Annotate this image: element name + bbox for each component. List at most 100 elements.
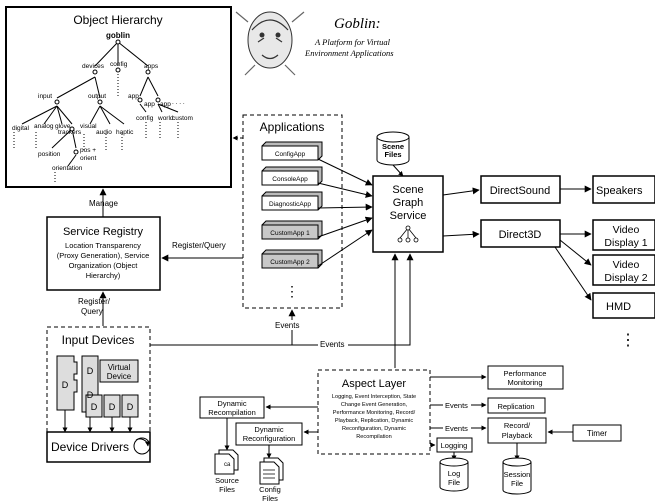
input-devices-panel: Input Devices D D D D D D Virtual Device…	[46, 326, 151, 463]
source-files-label-1: Source	[215, 476, 239, 485]
app-box-4: CustomApp 1	[261, 220, 323, 240]
session-file-label-1: Session	[504, 470, 531, 479]
record-label-1: Record/	[504, 421, 531, 430]
node-visual: visual	[80, 123, 97, 130]
scene-graph-line2: Graph	[393, 197, 424, 209]
dynamic-recompilation-label-2: Recompilation	[208, 408, 256, 417]
node-config-2: config	[136, 115, 154, 122]
applications-more: ⋮	[285, 283, 299, 299]
device-d-label-5: D	[109, 402, 116, 412]
query-label: Query	[81, 307, 103, 316]
aspect-layer-line-3: Performance Monitoring, Record/	[333, 410, 416, 416]
object-hierarchy-title: Object Hierarchy	[73, 13, 162, 27]
logging-label: Logging	[441, 441, 468, 450]
log-file-cylinder: Log File	[439, 457, 469, 492]
record-label-2: Playback	[502, 431, 533, 440]
performance-monitoring-box	[487, 365, 564, 390]
node-analog: analog	[34, 123, 54, 130]
events-label-scene-graph: Events	[320, 340, 344, 349]
scene-graph-tree-icon	[397, 225, 419, 243]
applications-title: Applications	[260, 120, 325, 134]
directsound-box	[480, 175, 561, 204]
dynamic-recompilation-box	[199, 396, 265, 419]
video-display-2-box	[592, 254, 655, 286]
goblin-subtitle-line2: Environment Applications	[304, 48, 394, 58]
service-registry-title: Service Registry	[63, 226, 144, 238]
node-config: config	[110, 61, 128, 68]
app-box-1: ConfigApp	[261, 141, 323, 161]
service-registry-box: Service Registry Location Transparency (…	[46, 216, 161, 291]
node-pos-orient-1: pos +	[80, 147, 96, 154]
device-d-label-3: D	[87, 390, 94, 400]
dynamic-reconfiguration-label-2: Reconfiguration	[243, 434, 296, 443]
events-label-record: Events	[445, 424, 468, 433]
virtual-device-label-2: Device	[107, 372, 132, 381]
node-glove: glove	[55, 123, 71, 130]
log-file-label-2: File	[448, 478, 460, 487]
virtual-device-box	[99, 359, 139, 383]
direct3d-to-displays-arrows	[554, 230, 592, 301]
device-d-label-2: D	[87, 366, 94, 376]
source-files-icon: ca	[214, 449, 239, 475]
applications-panel: Applications ConfigAppConsoleAppDiagnost…	[242, 114, 343, 309]
node-custom: custom	[172, 115, 193, 122]
scene-files-line2: Files	[384, 150, 401, 159]
node-app-1: app	[128, 93, 139, 100]
app-box-label-2: ConsoleApp	[272, 176, 308, 183]
node-orientation: orientation	[52, 165, 83, 172]
source-file-glyph: ca	[224, 462, 231, 468]
outputs-more: ⋮	[620, 332, 636, 349]
config-files-icon	[259, 457, 284, 485]
scene-files-cylinder: Scene Files	[376, 131, 410, 166]
scene-graph-line1: Scene	[392, 184, 423, 196]
aspect-layer-line-2: Change Event Generation,	[341, 402, 408, 408]
device-d-label-6: D	[127, 402, 134, 412]
events-to-scene-graph-arrow	[150, 253, 414, 346]
aspect-layer-box: Aspect Layer Logging, Event Interception…	[317, 369, 431, 455]
directsound-label: DirectSound	[490, 185, 551, 197]
device-d1	[56, 355, 78, 411]
node-output: output	[88, 93, 106, 100]
node-pos-orient-2: orient	[80, 155, 96, 162]
session-file-label-2: File	[511, 479, 523, 488]
device-drivers-label: Device Drivers	[51, 440, 129, 454]
service-registry-line4: Hierarchy)	[86, 271, 121, 280]
goblin-logo	[235, 11, 305, 76]
video-display-1-line2: Display 1	[604, 237, 647, 249]
node-goblin: goblin	[106, 31, 130, 40]
timer-label: Timer	[587, 429, 607, 438]
goblin-title: Goblin:	[334, 16, 381, 32]
service-registry-line2: (Proxy Generation), Service	[57, 251, 150, 260]
node-app-3: app	[160, 101, 171, 108]
node-input: input	[38, 93, 52, 100]
direct3d-box	[480, 219, 561, 248]
virtual-device-label-1: Virtual	[108, 363, 131, 372]
sgs-to-directsound-arrow	[442, 187, 480, 196]
video-display-1-box	[592, 219, 655, 251]
hmd-label: HMD	[606, 301, 631, 313]
device-d-label-4: D	[91, 402, 98, 412]
node-position: position	[38, 151, 61, 158]
scene-files-line1: Scene	[382, 142, 404, 151]
sgs-to-direct3d-arrow	[442, 230, 480, 238]
register-query-label: Register/Query	[172, 241, 226, 250]
node-audio: audio	[96, 129, 112, 136]
app-box-label-1: ConfigApp	[275, 151, 306, 158]
hmd-box	[592, 292, 655, 319]
app-box-3: DiagnosticApp	[261, 191, 323, 211]
replication-label: Replication	[497, 402, 534, 411]
dynamic-recompilation-label-1: Dynamic	[217, 399, 246, 408]
node-devices: devices	[82, 63, 105, 70]
video-display-2-line2: Display 2	[604, 272, 647, 284]
aspect-layer-line-1: Logging, Event Interception, State	[332, 394, 416, 400]
video-display-1-line1: Video	[613, 224, 640, 236]
scene-files-arrow	[392, 164, 404, 177]
source-files-label-2: Files	[219, 485, 235, 494]
aspect-layer-title: Aspect Layer	[342, 378, 407, 390]
log-file-label-1: Log	[448, 469, 461, 478]
input-devices-title: Input Devices	[62, 333, 135, 347]
direct3d-label: Direct3D	[499, 229, 542, 241]
service-registry-line1: Location Transparency	[65, 241, 141, 250]
node-haptic: haptic	[116, 129, 134, 136]
